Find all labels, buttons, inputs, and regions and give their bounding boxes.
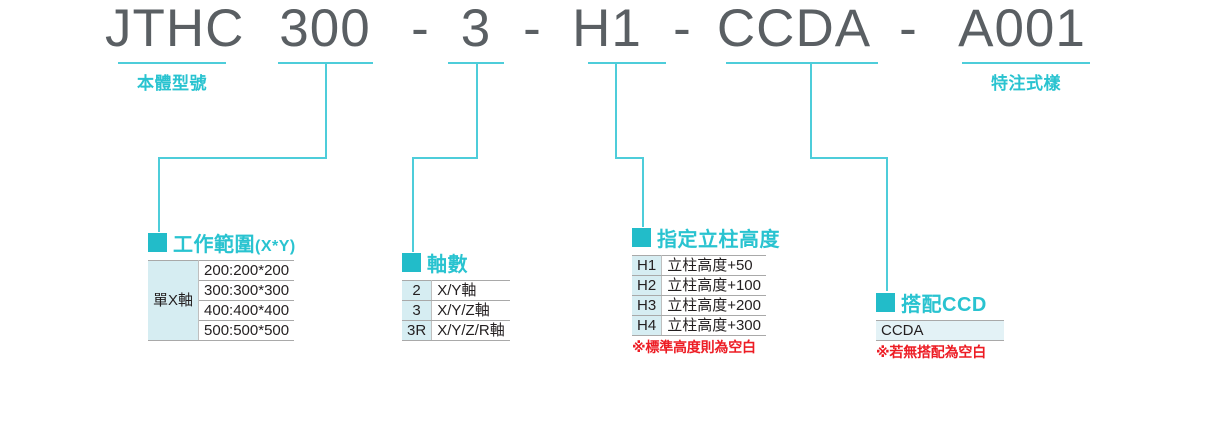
table-row: H3 立柱高度+200 [632,295,766,316]
group-column-height-title: 指定立柱高度 [657,229,780,251]
group-work-range: 工作範圍(X*Y) 單X軸 200:200*200 300:300*300 40… [148,228,296,341]
connector-axis-count-v2 [412,157,414,252]
column-height-value: 立柱高度+50 [661,255,766,276]
column-height-value: 立柱高度+300 [661,315,766,336]
model-dash-3: - [673,0,691,58]
table-row: H1 立柱高度+50 [632,255,766,276]
bullet-square-icon [632,228,651,247]
work-range-value: 400:400*400 [198,300,295,321]
caption-custom-spec: 特注式樣 [991,74,1061,93]
model-segment-axis-count: 3 [460,0,492,58]
model-segment-ccd: CCDA [716,0,872,58]
column-height-table: H1 立柱高度+50 H2 立柱高度+100 H3 立柱高度+200 H4 立柱… [632,255,766,336]
group-work-range-header: 工作範圍(X*Y) [148,228,296,257]
model-segment-body-type: JTHC [105,0,245,58]
connector-ccd-h [810,157,888,159]
model-segment-custom-spec: A001 [958,0,1086,58]
connector-axis-count-h [412,157,478,159]
table-row: 3 X/Y/Z軸 [402,300,510,321]
model-dash-1: - [411,0,429,58]
column-height-value: 立柱高度+200 [661,295,766,316]
bullet-square-icon [876,293,895,312]
axis-count-table: 2 X/Y軸 3 X/Y/Z軸 3R X/Y/Z/R軸 [402,280,510,341]
axis-count-value: X/Y/Z軸 [431,300,510,321]
connector-work-range-v2 [158,157,160,232]
group-ccd-title: 搭配CCD [901,294,987,316]
underline-custom-spec [962,62,1090,64]
underline-ccd [726,62,878,64]
group-axis-count: 軸數 2 X/Y軸 3 X/Y/Z軸 3R X/Y/Z/R軸 [402,248,510,341]
axis-count-key: 2 [402,280,433,301]
connector-work-range-v1 [325,62,327,159]
axis-count-key: 3R [402,320,433,341]
work-range-value: 500:500*500 [198,320,295,341]
column-height-value: 立柱高度+100 [661,275,766,296]
table-row: 300:300*300 [148,280,295,301]
group-column-height: 指定立柱高度 H1 立柱高度+50 H2 立柱高度+100 H3 立柱高度+20… [632,223,780,357]
work-range-value: 200:200*200 [198,260,295,281]
underline-body-type [118,62,226,64]
bullet-square-icon [402,253,421,272]
model-segment-column-height: H1 [572,0,642,58]
connector-ccd-v1 [810,62,812,159]
table-row: CCDA [876,320,1004,341]
connector-column-height-v2 [642,157,644,227]
ccd-value: CCDA [876,320,1004,341]
axis-count-value: X/Y軸 [431,280,510,301]
model-dash-4: - [899,0,917,58]
caption-body-type: 本體型號 [137,74,207,93]
model-segment-work-range: 300 [279,0,371,58]
connector-column-height-h [615,157,644,159]
table-row: H4 立柱高度+300 [632,315,766,336]
axis-count-key: 3 [402,300,433,321]
group-ccd-header: 搭配CCD [876,288,1004,317]
column-height-key: H2 [632,275,663,296]
group-work-range-title: 工作範圍(X*Y) [173,234,296,256]
model-dash-2: - [523,0,541,58]
connector-ccd-v2 [886,157,888,291]
table-row: 500:500*500 [148,320,295,341]
table-row: 單X軸 200:200*200 [148,260,295,341]
work-range-table: 單X軸 200:200*200 300:300*300 400:400*400 … [148,260,295,341]
group-column-height-header: 指定立柱高度 [632,223,780,252]
table-row: 2 X/Y軸 [402,280,510,301]
work-range-value: 300:300*300 [198,280,295,301]
column-height-note: ※標準高度則為空白 [632,339,756,355]
table-row: 3R X/Y/Z/R軸 [402,320,510,341]
group-axis-count-header: 軸數 [402,248,510,277]
connector-work-range-h [158,157,327,159]
group-ccd: 搭配CCD CCDA ※若無搭配為空白 [876,288,1004,362]
table-row: H2 立柱高度+100 [632,275,766,296]
connector-column-height-v1 [615,62,617,159]
underline-column-height [588,62,666,64]
group-axis-count-title: 軸數 [427,254,468,276]
column-height-key: H4 [632,315,663,336]
ccd-table: CCDA [876,320,1004,341]
column-height-key: H1 [632,255,663,276]
ccd-note: ※若無搭配為空白 [876,344,987,360]
table-row: 400:400*400 [148,300,295,321]
axis-count-value: X/Y/Z/R軸 [431,320,510,341]
bullet-square-icon [148,233,167,252]
connector-axis-count-v1 [476,62,478,159]
column-height-key: H3 [632,295,663,316]
model-number-row: JTHC 300 - 3 - H1 - CCDA - A001 [0,0,1210,64]
work-range-merged-label: 單X軸 [148,260,200,341]
